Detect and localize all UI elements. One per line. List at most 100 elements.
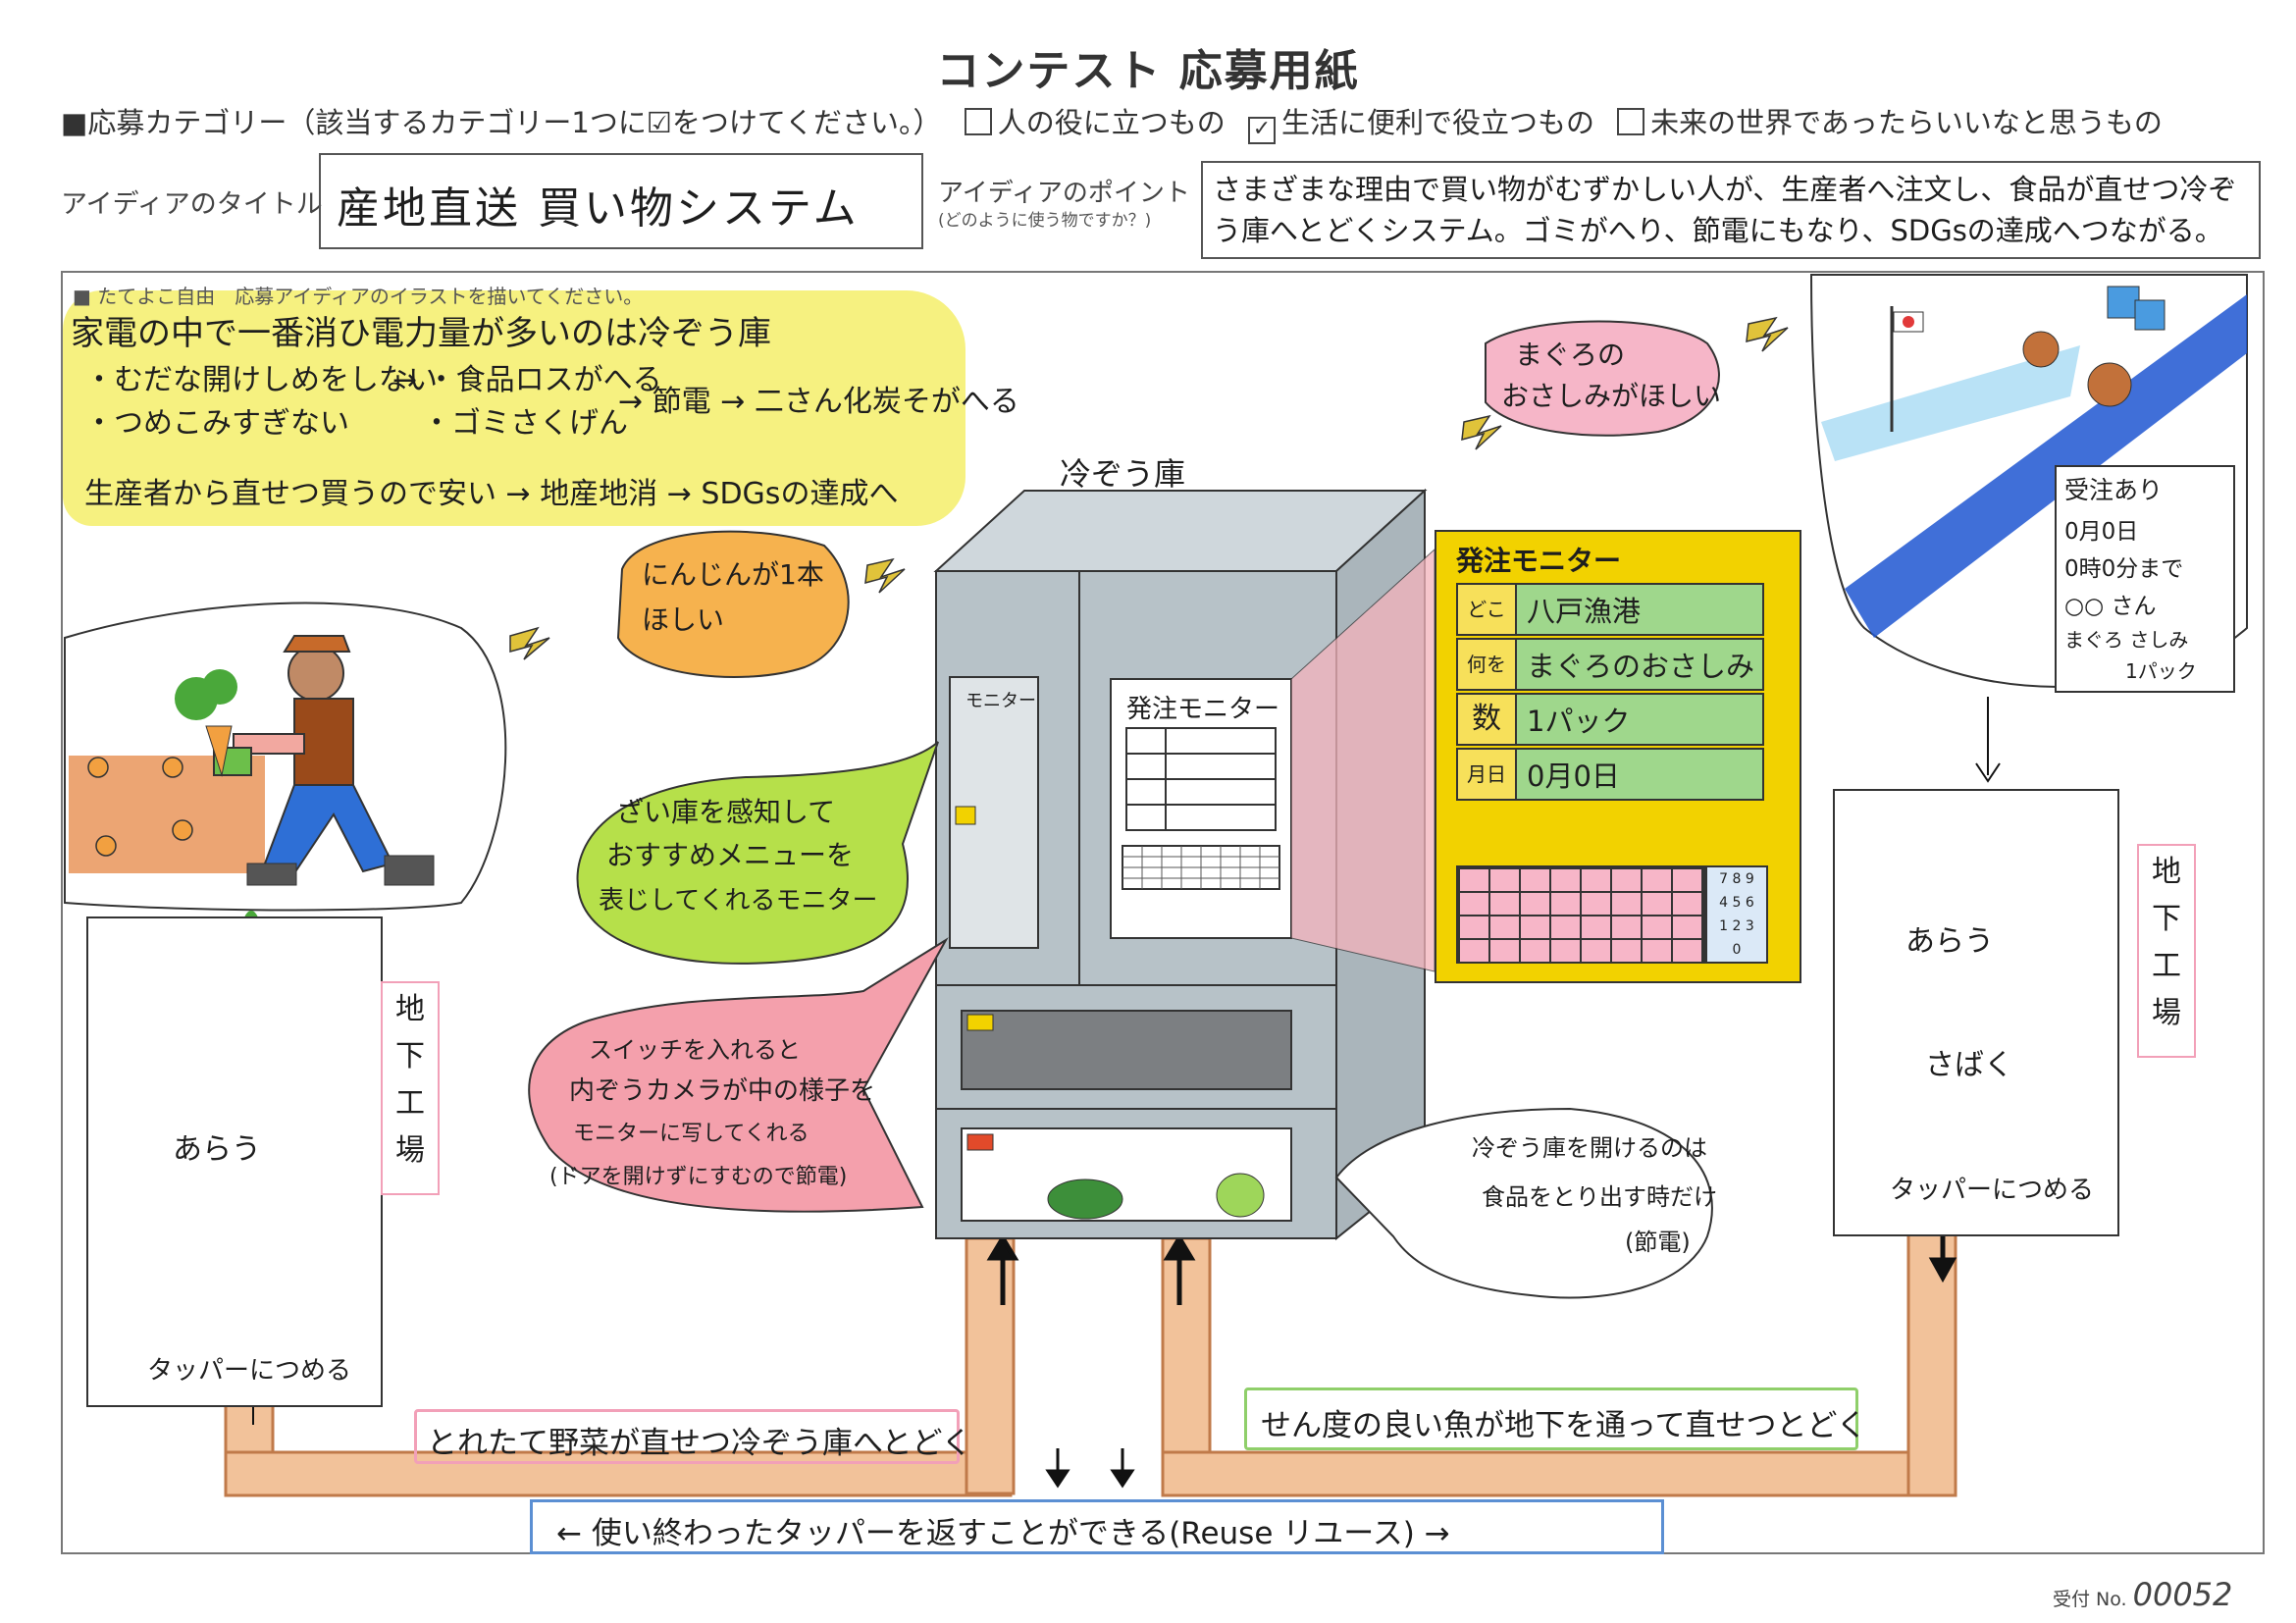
order-value: 0月0日 <box>1527 759 1620 793</box>
order-numpad[interactable]: 7 8 9 4 5 6 1 2 3 0 <box>1705 865 1768 964</box>
numpad-key[interactable]: 7 <box>1719 871 1729 887</box>
numpad-key[interactable]: 0 <box>1732 942 1742 958</box>
received-order-item: まぐろ さしみ <box>2064 628 2189 652</box>
open-desc-1: 冷ぞう庫を開けるのは <box>1472 1134 1707 1162</box>
numpad-key[interactable]: 9 <box>1745 871 1754 887</box>
order-key: どこから <box>1458 585 1517 670</box>
factory-right-cut: さばく <box>1925 1048 2013 1082</box>
received-order-customer: ○○ さん <box>2064 594 2157 619</box>
category-checkbox-1[interactable] <box>964 108 992 135</box>
monitor-desc-2: おすすめメニューを <box>606 839 855 871</box>
receipt-number: 受付 No.00052 <box>2053 1576 2232 1613</box>
received-order-title: 受注あり <box>2064 476 2164 504</box>
factory-left-panel: あらう タッパーにつめる <box>86 916 383 1407</box>
flow-arrows <box>986 1233 1957 1489</box>
category-prompt: ■応募カテゴリー（該当するカテゴリー1つに☑をつけてください。） <box>61 106 942 139</box>
note-line-4: 生産者から直せつ買うので安い → 地産地消 → SDGsの達成へ <box>84 477 899 511</box>
vegetable-route-text: とれたて野菜が直せつ冷ぞう庫へとどく <box>427 1426 972 1461</box>
monitor-desc-1: ざい庫を感知して <box>616 796 836 828</box>
camera-desc-2: 内ぞうカメラが中の様子を <box>569 1076 876 1106</box>
idea-point-field[interactable]: さまざまな理由で買い物がむずかしい人が、生産者へ注文し、食品が直せつ冷ぞう庫へと… <box>1201 161 2261 259</box>
receipt-value: 00052 <box>2132 1576 2233 1613</box>
side-label-char: 場 <box>395 1133 425 1168</box>
order-value: まぐろのおさしみ <box>1527 650 1755 683</box>
side-label-char: 工 <box>2152 949 2181 983</box>
open-desc-3: (節電) <box>1625 1229 1691 1256</box>
order-key: 月日 <box>1458 750 1517 799</box>
numpad-key[interactable]: 4 <box>1719 895 1729 911</box>
category-label-1: 人の役に立つもの <box>997 106 1226 139</box>
reuse-route-text: ← 使い終わったタッパーを返すことができる(Reuse リユース) → <box>556 1516 1450 1551</box>
side-label-char: 下 <box>2152 902 2181 936</box>
camera-desc-3: モニターに写してくれる <box>573 1122 809 1146</box>
fish-route-label: せん度の良い魚が地下を通って直せつとどく <box>1244 1387 1867 1450</box>
note-line-3b: ・ゴミさくげん <box>422 406 628 441</box>
reuse-route-label: ← 使い終わったタッパーを返すことができる(Reuse リユース) → <box>530 1499 1664 1554</box>
numpad-key[interactable]: 3 <box>1745 918 1754 934</box>
numpad-key[interactable]: 2 <box>1732 918 1742 934</box>
tuna-request-1: まぐろの <box>1515 339 1626 371</box>
order-value: 1パック <box>1527 705 1631 738</box>
fridge-order-monitor-label: 発注モニター <box>1126 695 1280 724</box>
note-line-2a: ・むだな開けしめをしない <box>84 363 438 397</box>
fish-route-text: せん度の良い魚が地下を通って直せつとどく <box>1261 1408 1867 1443</box>
fridge-label: 冷ぞう庫 <box>1060 455 1186 493</box>
idea-title-label: アイディアのタイトル <box>61 189 323 220</box>
order-monitor-title: 発注モニター <box>1456 545 1622 577</box>
signal-bolts <box>509 316 1789 660</box>
speech-bubbles <box>528 320 1720 1299</box>
camera-desc-4: (ドアを開けずにすむので節電) <box>549 1165 848 1189</box>
idea-title-field[interactable]: 産地直送 買い物システム <box>319 153 923 249</box>
side-label-char: 地 <box>2152 855 2181 889</box>
factory-right-pack: タッパーにつめる <box>1890 1176 2095 1205</box>
factory-right-panel: あらう さばく タッパーにつめる <box>1833 789 2119 1236</box>
order-value: 八戸漁港 <box>1527 595 1642 628</box>
numpad-key[interactable]: 1 <box>1719 918 1729 934</box>
highlighter-note <box>63 290 965 526</box>
order-key: 数 <box>1458 695 1517 744</box>
factory-right-wash: あらう <box>1905 924 1994 959</box>
numpad-key[interactable]: 6 <box>1745 895 1754 911</box>
monitor-desc-3: 表じしてくれるモニター <box>599 886 878 916</box>
idea-title-text: 産地直送 買い物システム <box>337 183 860 234</box>
order-row-qty: 数 1パック <box>1456 693 1764 746</box>
category-label-3: 未来の世界であったらいいなと思うもの <box>1650 106 2163 139</box>
factory-left-side-label: 地 下 工 場 <box>381 981 440 1195</box>
category-checkbox-2[interactable]: ✓ <box>1247 117 1276 144</box>
page-title: コンテスト 応募用紙 <box>936 46 1360 96</box>
note-line-2b: → ・食品ロスがへる <box>392 363 662 397</box>
received-order-card: 受注あり 0月0日 0時0分まで ○○ さん まぐろ さしみ 1パック <box>2055 465 2235 693</box>
note-line-3c: → 節電 → 二さん化炭そがへる <box>618 385 1019 419</box>
open-desc-2: 食品をとり出す時だけ <box>1482 1183 1717 1211</box>
farmer-scene <box>64 602 507 912</box>
receipt-label: 受付 No. <box>2053 1589 2127 1610</box>
tuna-request-2: おさしみがほしい <box>1501 380 1722 412</box>
order-monitor[interactable]: 発注モニター どこから 八戸漁港 何を まぐろのおさしみ 数 1パック 月日 0… <box>1435 530 1801 983</box>
numpad-key[interactable]: 5 <box>1732 895 1742 911</box>
received-order-date: 0月0日 <box>2064 519 2139 545</box>
order-row-what: 何を まぐろのおさしみ <box>1456 638 1764 691</box>
received-order-qty: 1パック <box>2125 659 2197 683</box>
vegetable-route-label: とれたて野菜が直せつ冷ぞう庫へとどく <box>414 1409 972 1464</box>
side-label-char: 場 <box>2152 996 2181 1030</box>
side-label-char: 下 <box>395 1039 425 1073</box>
carrot-request-1: にんじんが1本 <box>642 558 824 591</box>
idea-point-text: さまざまな理由で買い物がむずかしい人が、生産者へ注文し、食品が直せつ冷ぞう庫へと… <box>1213 173 2237 247</box>
order-keyboard[interactable] <box>1456 865 1705 964</box>
category-row: ■応募カテゴリー（該当するカテゴリー1つに☑をつけてください。） 人の役に立つも… <box>61 100 2163 144</box>
factory-left-pack: タッパーにつめる <box>147 1356 352 1386</box>
camera-desc-1: スイッチを入れると <box>589 1036 801 1064</box>
pipe-network <box>224 1230 1957 1497</box>
note-line-3a: ・つめこみすぎない <box>84 406 349 441</box>
factory-left-wash: あらう <box>173 1132 261 1167</box>
frame-instruction: ■ たてよこ自由 応募アイディアのイラストを描いてください。 <box>73 285 644 308</box>
carrot-request-2: ほしい <box>642 603 725 636</box>
idea-point-sublabel: (どのように使う物ですか？) <box>938 211 1152 231</box>
order-row-where: どこから 八戸漁港 <box>1456 583 1764 670</box>
numpad-key[interactable]: 8 <box>1732 871 1742 887</box>
side-label-char: 地 <box>395 992 425 1026</box>
note-line-1: 家電の中で一番消ひ電力量が多いのは冷ぞう庫 <box>71 314 771 353</box>
order-row-date: 月日 0月0日 <box>1456 748 1764 801</box>
category-checkbox-3[interactable] <box>1617 108 1645 135</box>
category-label-2: 生活に便利で役立つもの <box>1280 106 1594 139</box>
